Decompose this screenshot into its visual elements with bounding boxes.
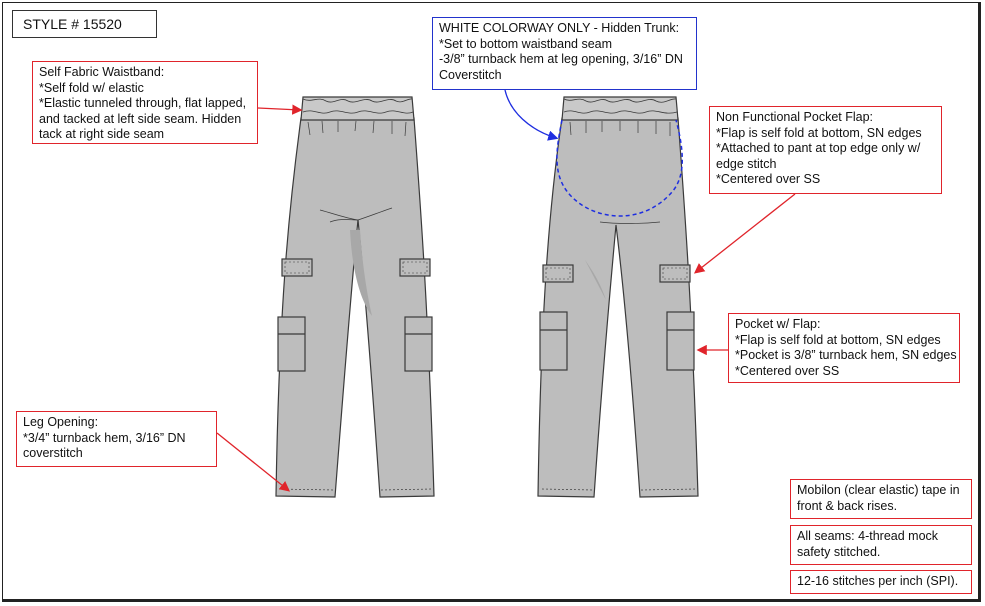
leg-opening-note: Leg Opening: *3/4” turnback hem, 3/16” D… xyxy=(16,411,217,467)
leg-opening-arrow xyxy=(216,432,291,492)
front-left-flap xyxy=(281,258,313,277)
front-right-pocket xyxy=(404,316,433,372)
note-line: coverstitch xyxy=(23,446,83,460)
back-waistband xyxy=(561,96,679,121)
note-line: *Flap is self fold at bottom, SN edges xyxy=(735,332,941,347)
waistband-arrow xyxy=(257,104,303,115)
note-line: *Centered over SS xyxy=(735,363,840,378)
note-line: Coverstitch xyxy=(439,67,502,82)
note-line: *Attached to pant at top edge only w/ xyxy=(716,141,921,155)
note-line: Non Functional Pocket Flap: xyxy=(716,110,874,124)
note-line: edge stitch xyxy=(716,156,777,171)
note-line: *Set to bottom waistband seam xyxy=(439,36,613,51)
style-number-label: STYLE # 15520 xyxy=(12,10,157,38)
note-line: WHITE COLORWAY ONLY - Hidden Trunk: xyxy=(439,21,680,35)
hidden-trunk-note: WHITE COLORWAY ONLY - Hidden Trunk: *Set… xyxy=(432,17,697,90)
pocket-with-flap-note: Pocket w/ Flap: *Flap is self fold at bo… xyxy=(728,313,960,383)
back-pants xyxy=(537,96,699,498)
note-line: *Centered over SS xyxy=(716,172,821,186)
note-line: *3/4” turnback hem, 3/16” DN xyxy=(23,430,186,445)
spi-note: 12-16 stitches per inch (SPI). xyxy=(790,570,972,594)
note-line: *Pocket is 3/8” turnback hem, SN edges xyxy=(735,348,957,362)
front-waistband xyxy=(300,96,415,121)
note-line: tack at right side seam xyxy=(39,127,165,141)
front-right-flap xyxy=(399,258,431,277)
front-pants xyxy=(275,96,435,498)
back-left-pocket xyxy=(539,311,568,371)
seams-note: All seams: 4-thread mock safety stitched… xyxy=(790,525,972,565)
note-line: Self Fabric Waistband: xyxy=(39,65,165,79)
note-line: and tacked at left side seam. Hidden xyxy=(39,111,242,126)
pocket-flap-note: Non Functional Pocket Flap: *Flap is sel… xyxy=(709,106,942,194)
mobilon-note: Mobilon (clear elastic) tape in front & … xyxy=(790,479,972,519)
note-line: 12-16 stitches per inch (SPI). xyxy=(797,574,959,588)
back-right-pocket xyxy=(666,311,695,371)
note-line: -3/8” turnback hem at leg opening, 3/16”… xyxy=(439,52,683,66)
note-line: *Elastic tunneled through, flat lapped, xyxy=(39,96,247,110)
pocket-flap-arrow xyxy=(693,193,796,274)
note-line: Mobilon (clear elastic) tape in xyxy=(797,483,960,497)
note-line: front & back rises. xyxy=(797,498,898,513)
back-left-flap xyxy=(542,264,574,283)
note-line: *Self fold w/ elastic xyxy=(39,80,144,95)
note-line: Leg Opening: xyxy=(23,415,99,429)
front-pants-body xyxy=(275,117,435,498)
hidden-trunk-outline xyxy=(556,119,683,217)
back-right-flap xyxy=(659,264,691,283)
back-pants-body xyxy=(537,117,699,498)
note-line: safety stitched. xyxy=(797,544,881,559)
front-left-pocket xyxy=(277,316,306,372)
note-line: All seams: 4-thread mock xyxy=(797,529,939,543)
trunk-arrow xyxy=(504,89,559,141)
note-line: Pocket w/ Flap: xyxy=(735,317,821,331)
note-line: *Flap is self fold at bottom, SN edges xyxy=(716,125,922,140)
waistband-note: Self Fabric Waistband: *Self fold w/ ela… xyxy=(32,61,258,144)
